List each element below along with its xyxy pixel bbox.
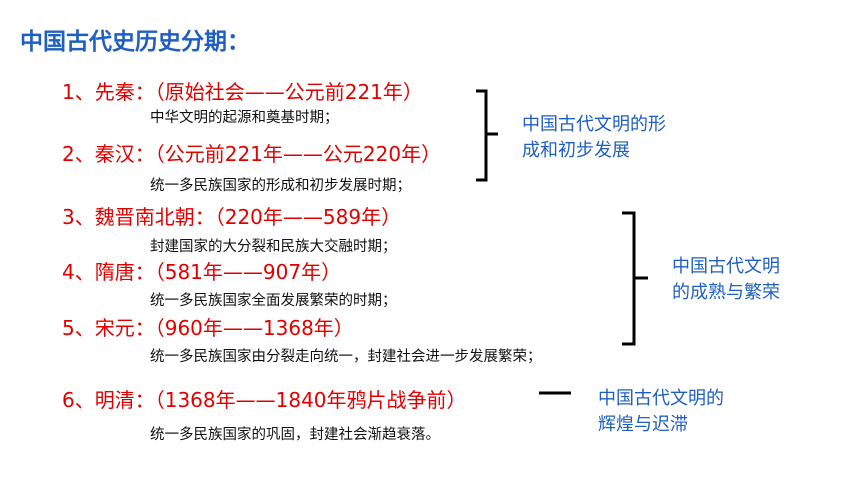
period-2-label: 2、秦汉：（公元前221年——公元220年） — [62, 142, 442, 166]
period-4-desc: 统一多民族国家全面发展繁荣的时期； — [150, 293, 397, 309]
group-1-label: 中国古代文明的形 成和初步发展 — [522, 112, 666, 164]
period-6-label: 6、明清：（1368年——1840年鸦片战争前） — [62, 388, 467, 412]
bracket-group-2 — [622, 211, 648, 346]
period-1-desc: 中华文明的起源和奠基时期； — [150, 110, 339, 126]
period-4-label: 4、隋唐：（581年——907年） — [62, 260, 342, 284]
group-1-line-2: 成和初步发展 — [522, 140, 630, 161]
period-2-desc: 统一多民族国家的形成和初步发展时期； — [150, 178, 411, 194]
period-5-label: 5、宋元：（960年——1368年） — [62, 316, 354, 340]
group-3-line-1: 中国古代文明的 — [598, 388, 724, 409]
period-1-label: 1、先秦：（原始社会——公元前221年） — [62, 80, 423, 104]
period-3-label: 3、魏晋南北朝：（220年——589年） — [62, 205, 402, 229]
group-2-line-2: 的成熟与繁荣 — [672, 282, 780, 303]
period-3-desc: 封建国家的大分裂和民族大交融时期； — [150, 239, 397, 255]
bracket-group-1 — [476, 89, 498, 182]
dash-group-3 — [539, 391, 571, 395]
period-5-desc: 统一多民族国家由分裂走向统一，封建社会进一步发展繁荣； — [150, 349, 542, 365]
group-3-label: 中国古代文明的 辉煌与迟滞 — [598, 386, 724, 438]
group-2-line-1: 中国古代文明 — [672, 256, 780, 277]
period-6-desc: 统一多民族国家的巩固，封建社会渐趋衰落。 — [150, 427, 440, 443]
page-title: 中国古代史历史分期： — [20, 29, 250, 55]
group-2-label: 中国古代文明 的成熟与繁荣 — [672, 254, 780, 306]
group-3-line-2: 辉煌与迟滞 — [598, 414, 688, 435]
group-1-line-1: 中国古代文明的形 — [522, 114, 666, 135]
